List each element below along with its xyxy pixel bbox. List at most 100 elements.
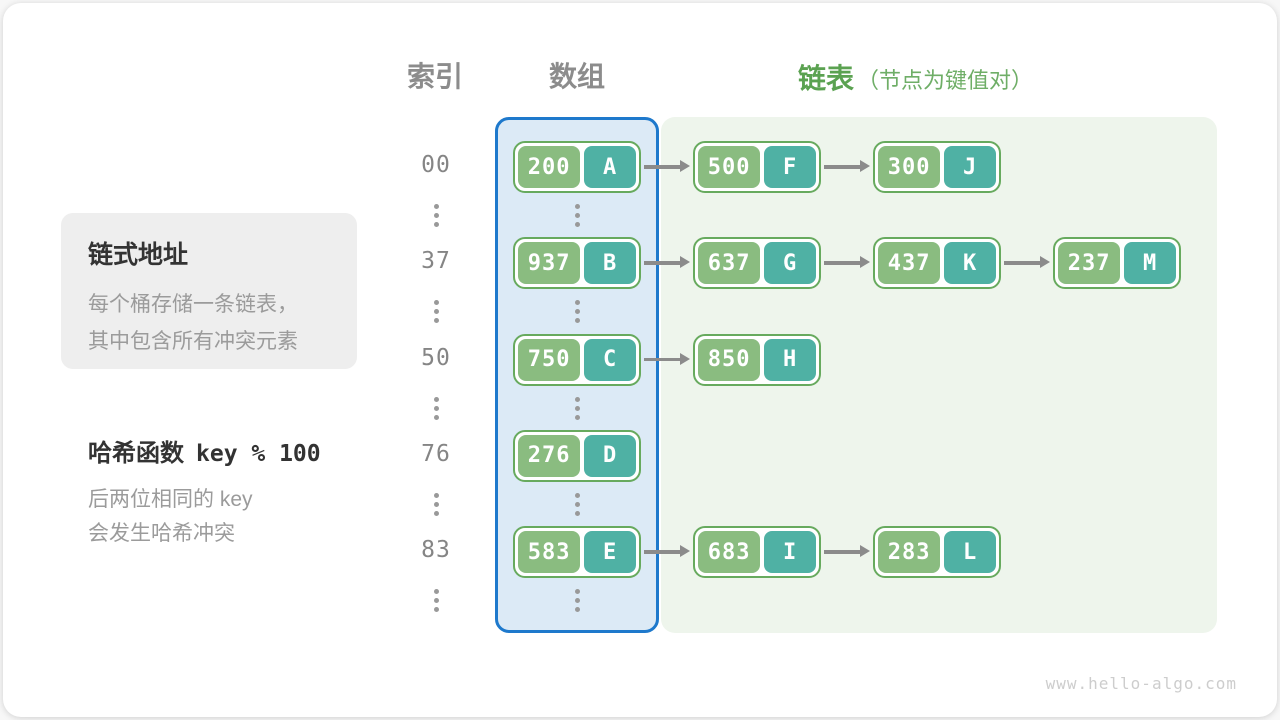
ellipsis-dot (433, 589, 439, 594)
hash-note-line: 后两位相同的 key (88, 488, 253, 511)
node-value: B (584, 242, 636, 285)
node-value: J (944, 146, 996, 188)
ellipsis-dot (433, 598, 439, 603)
ellipsis-icon (433, 396, 439, 420)
node-value: F (764, 146, 816, 188)
header-array: 数组 (548, 61, 605, 92)
ellipsis-icon (574, 589, 580, 612)
node-value: C (584, 338, 636, 381)
ellipsis-icon (433, 589, 439, 612)
watermark: www.hello-algo.com (1045, 674, 1237, 693)
ellipsis-dot (574, 414, 580, 420)
ellipsis-icon (433, 204, 439, 227)
ellipsis-icon (433, 492, 439, 516)
ellipsis-dot (433, 414, 439, 420)
node-key: 683 (698, 531, 761, 573)
ellipsis-dot (433, 405, 439, 411)
ellipsis-dot (433, 204, 439, 209)
node-value: G (764, 242, 816, 285)
ellipsis-dot (574, 396, 580, 402)
ellipsis-icon (574, 492, 580, 516)
node-key: 276 (518, 434, 581, 477)
arrow-icon (824, 160, 870, 172)
ellipsis-dot (574, 598, 580, 603)
node-value: M (1124, 242, 1176, 285)
node-key: 300 (878, 146, 941, 188)
ellipsis-dot (574, 510, 580, 516)
node-key: 500 (698, 146, 761, 188)
ellipsis-dot (433, 318, 439, 324)
ellipsis-dot (574, 607, 580, 612)
ellipsis-dot (433, 492, 439, 498)
info-box-line: 每个桶存储一条链表， (88, 293, 298, 316)
node-key: 850 (698, 338, 761, 381)
node-value: E (584, 531, 636, 573)
ellipsis-dot (574, 300, 580, 306)
node-key: 937 (518, 242, 581, 285)
hash-function-title-label: 哈希函数 (88, 440, 184, 467)
hash-note-line: 会发生哈希冲突 (88, 522, 235, 545)
ellipsis-dot (433, 501, 439, 507)
ellipsis-dot (433, 396, 439, 402)
ellipsis-icon (433, 300, 439, 324)
index-label: 00 (421, 152, 451, 178)
info-box: 链式地址 每个桶存储一条链表， 其中包含所有冲突元素 (61, 213, 357, 369)
arrow-icon (644, 257, 690, 268)
node-key: 750 (518, 338, 581, 381)
ellipsis-dot (574, 213, 580, 218)
ellipsis-dot (574, 204, 580, 209)
ellipsis-icon (574, 396, 580, 420)
node-key: 237 (1058, 242, 1121, 285)
ellipsis-icon (574, 300, 580, 324)
node-value: L (944, 531, 996, 573)
ellipsis-dot (433, 213, 439, 218)
arrow-icon (824, 257, 870, 268)
arrow-icon (644, 160, 690, 172)
hash-function-title: 哈希函数 key % 100 (88, 433, 321, 468)
ellipsis-dot (433, 300, 439, 306)
header-index: 索引 (406, 61, 463, 92)
ellipsis-icon (574, 204, 580, 227)
ellipsis-dot (574, 405, 580, 411)
info-box-line: 其中包含所有冲突元素 (88, 330, 298, 353)
arrow-icon (644, 353, 690, 364)
node-key: 283 (878, 531, 941, 573)
ellipsis-dot (574, 492, 580, 498)
node-value: D (584, 434, 636, 477)
node-value: K (944, 242, 996, 285)
arrow-icon (824, 545, 870, 557)
hash-function-note: 哈希函数 key % 100 后两位相同的 key 会发生哈希冲突 (88, 433, 321, 551)
node-value: A (584, 146, 636, 188)
index-label: 83 (421, 537, 451, 563)
node-key: 200 (518, 146, 581, 188)
header-linked-list-title: 链表 (798, 63, 855, 94)
node-key: 583 (518, 531, 581, 573)
ellipsis-dot (574, 309, 580, 315)
index-label: 76 (421, 440, 451, 467)
hash-function-formula: key % 100 (196, 441, 321, 467)
index-label: 37 (421, 248, 451, 275)
ellipsis-dot (433, 607, 439, 612)
header-linked-list-note: （节点为键值对） (857, 68, 1034, 93)
node-key: 437 (878, 242, 941, 285)
ellipsis-dot (574, 222, 580, 227)
ellipsis-dot (574, 501, 580, 507)
ellipsis-dot (433, 309, 439, 315)
ellipsis-dot (433, 510, 439, 516)
ellipsis-dot (433, 222, 439, 227)
index-label: 50 (421, 344, 451, 371)
